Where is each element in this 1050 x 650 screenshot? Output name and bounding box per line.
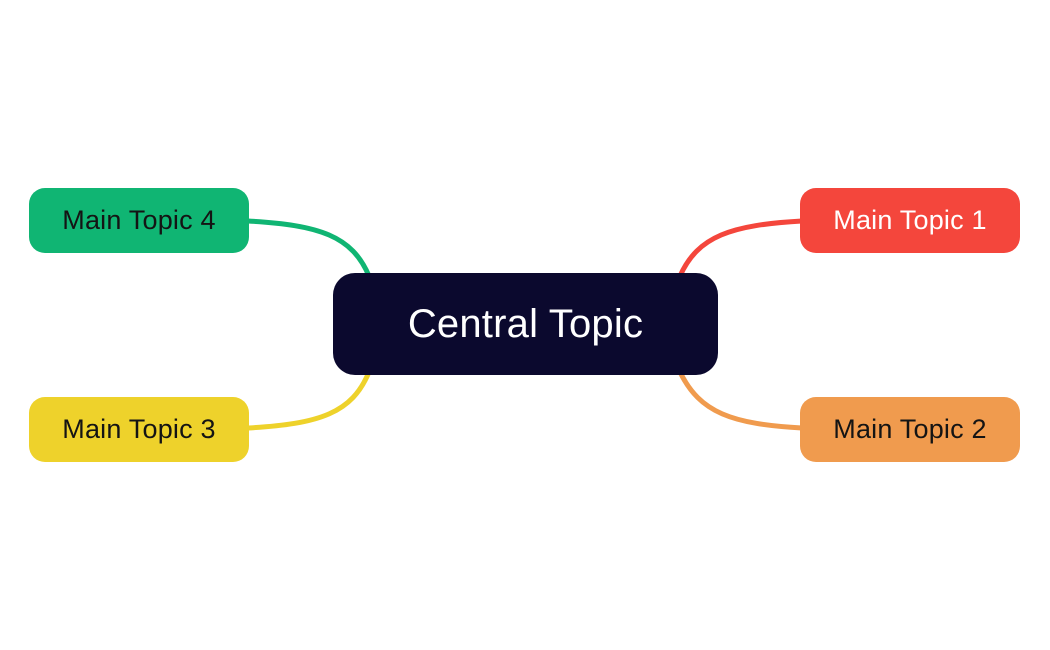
central-topic-label: Central Topic	[407, 301, 644, 346]
connector-main-topic-2	[677, 369, 805, 431]
central-topic-node[interactable]: Central Topic	[333, 273, 718, 375]
connector-main-topic-1	[677, 218, 805, 279]
connector-main-topic-4	[245, 218, 372, 279]
main-topic-4-label: Main Topic 4	[62, 205, 216, 235]
main-topic-2-node[interactable]: Main Topic 2	[800, 397, 1020, 462]
connector-main-topic-3	[245, 369, 372, 431]
main-topic-1-node[interactable]: Main Topic 1	[800, 188, 1020, 253]
main-topic-2-label: Main Topic 2	[833, 414, 987, 444]
main-topic-4-node[interactable]: Main Topic 4	[29, 188, 249, 253]
main-topic-3-node[interactable]: Main Topic 3	[29, 397, 249, 462]
main-topic-1-label: Main Topic 1	[833, 205, 987, 235]
main-topic-3-label: Main Topic 3	[62, 414, 216, 444]
